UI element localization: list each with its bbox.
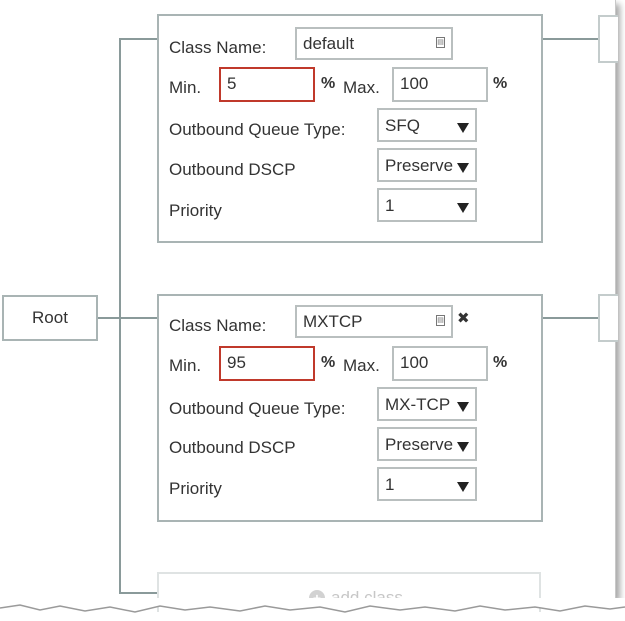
root-node[interactable]: Root (2, 295, 98, 341)
child-node-stub-2 (598, 294, 618, 342)
min-label: Min. (169, 78, 202, 97)
priority-value: 1 (385, 475, 395, 494)
connector-out-1 (543, 38, 599, 40)
dropdown-arrow-icon (457, 442, 469, 452)
min-percent-label: % (321, 75, 336, 92)
min-label: Min. (169, 356, 202, 375)
queue-type-select[interactable]: MX-TCP (377, 387, 477, 421)
class-name-label: Class Name: (169, 38, 267, 57)
connector-root (98, 317, 120, 319)
max-value: 100 (400, 353, 429, 372)
min-input[interactable]: 95 (219, 346, 315, 381)
torn-edge (0, 598, 625, 613)
keyboard-icon: ▤ (436, 37, 445, 48)
dscp-select[interactable]: Preserve (377, 427, 477, 461)
keyboard-icon: ▤ (436, 315, 445, 326)
dropdown-arrow-icon (457, 163, 469, 173)
min-value: 95 (227, 353, 246, 372)
dropdown-arrow-icon (457, 402, 469, 412)
class-name-input[interactable]: default ▤ (295, 27, 453, 60)
connector-class-1 (119, 38, 157, 40)
dropdown-arrow-icon (457, 203, 469, 213)
priority-label: Priority (169, 201, 222, 220)
connector-class-2 (119, 317, 157, 319)
connector-add (119, 592, 157, 594)
min-value: 5 (227, 74, 237, 93)
max-value: 100 (400, 74, 429, 93)
queue-type-value: MX-TCP (385, 395, 451, 414)
queue-type-label: Outbound Queue Type: (169, 120, 346, 139)
max-percent-label: % (493, 75, 508, 92)
dscp-label: Outbound DSCP (169, 160, 296, 179)
class-name-input[interactable]: MXTCP ▤ (295, 305, 453, 338)
class-name-value: MXTCP (303, 312, 363, 331)
queue-type-value: SFQ (385, 116, 420, 135)
class-node-default: Class Name: default ▤ Min. 5 % Max. 100 … (157, 14, 543, 243)
dscp-value: Preserve (385, 435, 454, 454)
connector-trunk (119, 38, 121, 593)
remove-class-icon[interactable]: ✖ (457, 310, 470, 327)
priority-label: Priority (169, 479, 222, 498)
class-name-value: default (303, 34, 355, 53)
priority-select[interactable]: 1 (377, 188, 477, 222)
max-label: Max. (343, 356, 380, 375)
max-percent-label: % (493, 354, 508, 371)
min-input[interactable]: 5 (219, 67, 315, 102)
queue-type-label: Outbound Queue Type: (169, 399, 346, 418)
max-label: Max. (343, 78, 380, 97)
shaper-tree-panel: Root Class Name: default ▤ Min. 5 % Max.… (0, 0, 618, 612)
dscp-value: Preserve (385, 156, 454, 175)
connector-out-2 (543, 317, 599, 319)
dscp-select[interactable]: Preserve (377, 148, 477, 182)
priority-select[interactable]: 1 (377, 467, 477, 501)
max-input[interactable]: 100 (392, 346, 488, 381)
dscp-label: Outbound DSCP (169, 438, 296, 457)
queue-type-select[interactable]: SFQ (377, 108, 477, 142)
child-node-stub-1 (598, 15, 618, 63)
class-name-label: Class Name: (169, 316, 267, 335)
priority-value: 1 (385, 196, 395, 215)
dropdown-arrow-icon (457, 482, 469, 492)
dropdown-arrow-icon (457, 123, 469, 133)
class-node-mxtcp: Class Name: MXTCP ▤ ✖ Min. 95 % Max. 100… (157, 294, 543, 522)
min-percent-label: % (321, 354, 336, 371)
max-input[interactable]: 100 (392, 67, 488, 102)
